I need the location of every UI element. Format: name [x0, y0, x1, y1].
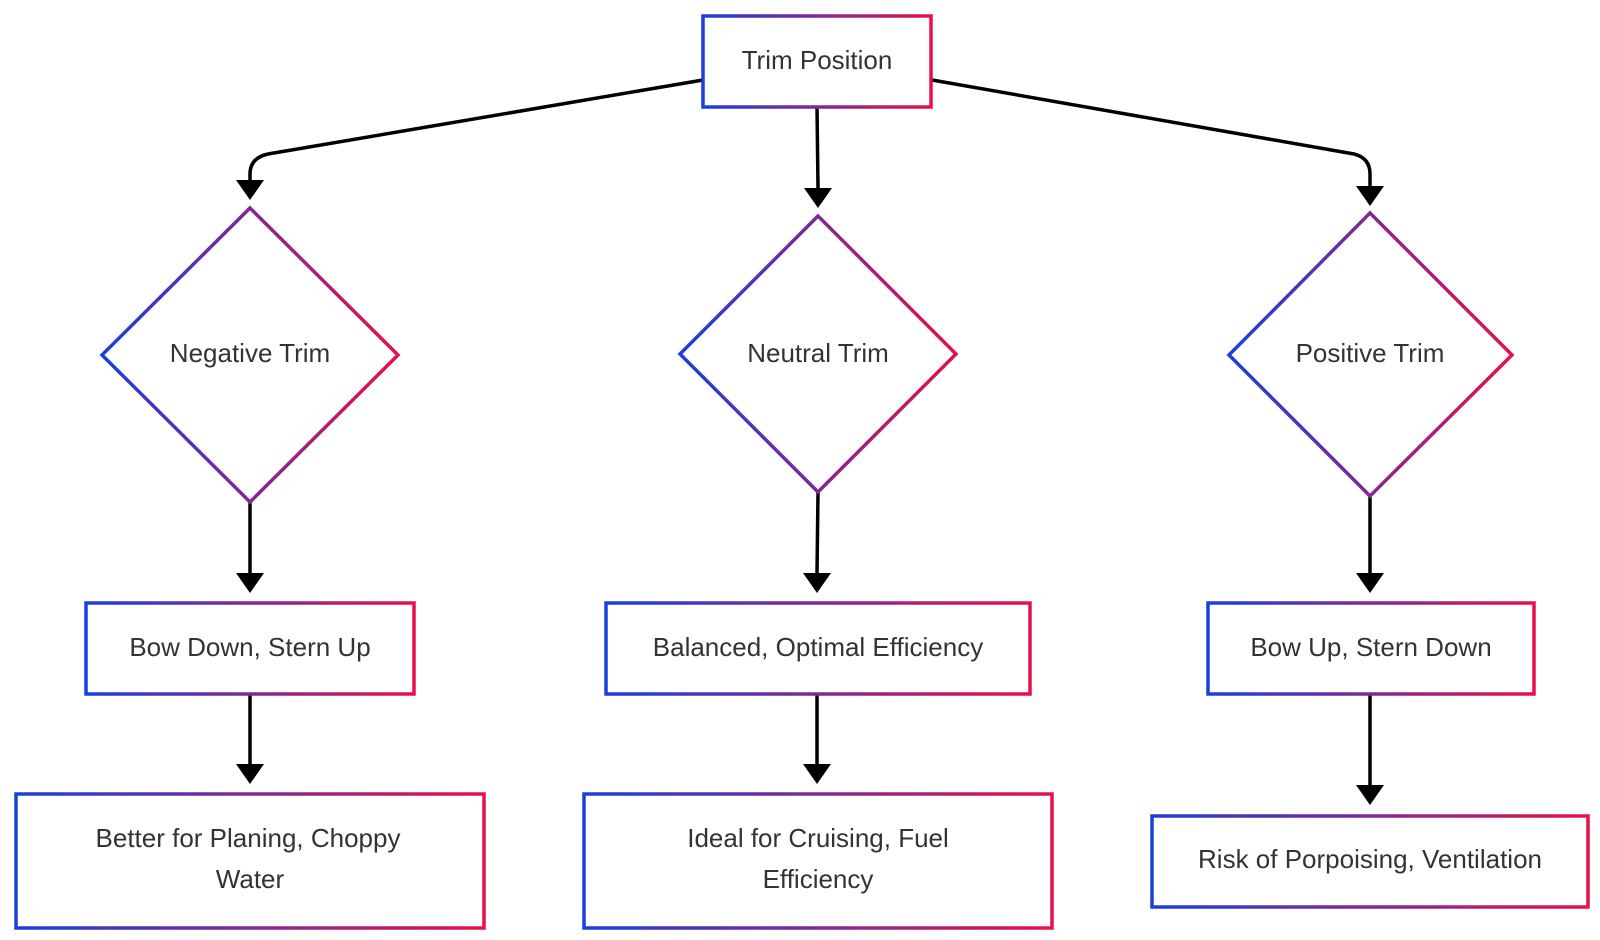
decision-negative-trim: Negative Trim — [99, 205, 401, 505]
outcome-positive-trim: Bow Up, Stern Down — [1206, 601, 1536, 696]
decision-neutral-trim: Neutral Trim — [677, 213, 959, 495]
outcome-neutral-trim: Balanced, Optimal Efficiency — [604, 601, 1032, 696]
effect-negative-trim-line2: Water — [216, 864, 285, 894]
outcome-negative-trim-label: Bow Down, Stern Up — [129, 632, 370, 662]
effect-neutral-trim-line2: Efficiency — [763, 864, 874, 894]
arrowhead-positive-trim — [1356, 186, 1384, 206]
arrowhead-negative-outcome — [236, 573, 264, 593]
edge-neutral-trim-to-outcome — [815, 491, 820, 574]
outcome-neutral-trim-label: Balanced, Optimal Efficiency — [653, 632, 983, 662]
edge-root-to-neutral-trim — [815, 106, 820, 189]
arrowhead-positive-effect — [1356, 785, 1384, 805]
effect-negative-trim-line1: Better for Planing, Choppy — [96, 823, 401, 853]
decision-neutral-trim-label: Neutral Trim — [747, 338, 889, 368]
edge-root-to-positive-trim — [931, 78, 1372, 186]
decision-positive-trim: Positive Trim — [1226, 210, 1515, 499]
effect-negative-trim: Better for Planing, Choppy Water — [14, 792, 486, 930]
effect-neutral-trim: Ideal for Cruising, Fuel Efficiency — [582, 792, 1054, 930]
arrowhead-negative-effect — [236, 764, 264, 784]
decision-positive-trim-label: Positive Trim — [1296, 338, 1445, 368]
edge-root-to-negative-trim — [248, 78, 704, 180]
effect-positive-trim-line1: Risk of Porpoising, Ventilation — [1198, 844, 1542, 874]
arrowhead-neutral-outcome — [803, 573, 831, 593]
arrowhead-neutral-trim — [804, 188, 832, 208]
effect-neutral-trim-line1: Ideal for Cruising, Fuel — [687, 823, 949, 853]
outcome-positive-trim-label: Bow Up, Stern Down — [1250, 632, 1491, 662]
edges — [236, 78, 1384, 805]
root-node-trim-position: Trim Position — [701, 14, 933, 109]
decision-negative-trim-label: Negative Trim — [170, 338, 330, 368]
arrowhead-neutral-effect — [803, 764, 831, 784]
effect-positive-trim: Risk of Porpoising, Ventilation — [1150, 814, 1590, 909]
arrowhead-negative-trim — [236, 180, 264, 200]
root-node-label: Trim Position — [742, 45, 893, 75]
arrowhead-positive-outcome — [1356, 573, 1384, 593]
outcome-negative-trim: Bow Down, Stern Up — [84, 601, 416, 696]
